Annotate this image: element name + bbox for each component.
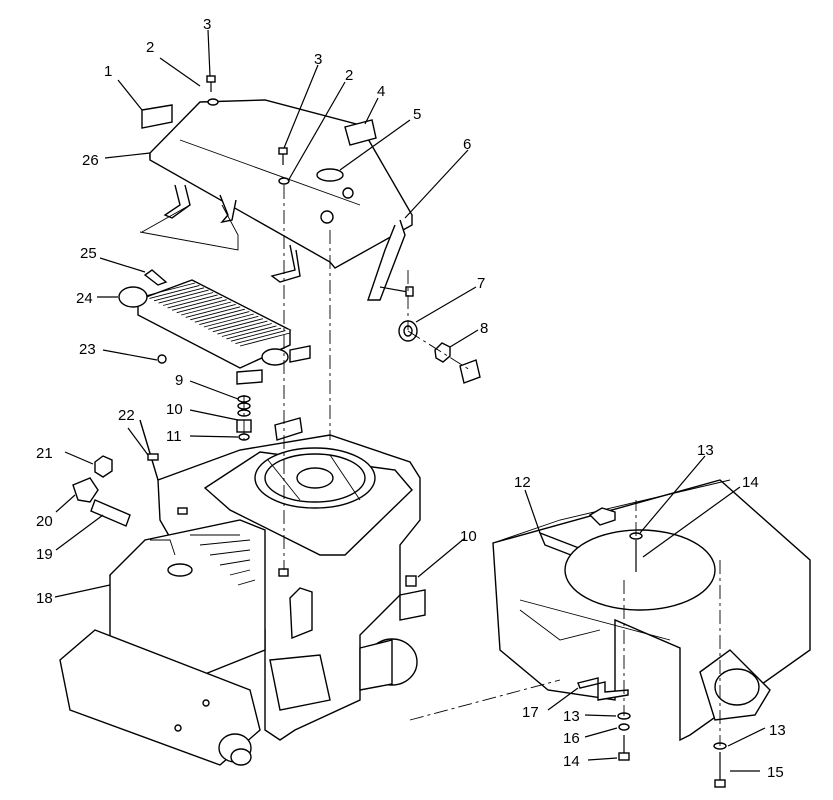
decal-plate-4	[344, 119, 377, 146]
cooler-fin	[226, 325, 277, 340]
callout-8: 8	[480, 320, 488, 337]
callout-22: 22	[118, 407, 135, 424]
cooler-fin	[212, 318, 264, 333]
screw-3-right	[278, 147, 290, 185]
cooler-fin	[176, 299, 227, 314]
screw-3-left	[206, 75, 219, 106]
cooler-fin	[167, 294, 218, 309]
callout-10: 10	[166, 401, 183, 418]
decal-plate-1	[141, 104, 173, 129]
cooler-fin	[239, 332, 291, 347]
nut-21	[94, 455, 113, 478]
callout-12: 12	[514, 474, 531, 491]
exhaust-pipe-19	[90, 499, 131, 527]
callout-5: 5	[413, 106, 421, 123]
callout-7: 7	[477, 275, 485, 292]
oil-cooler	[118, 269, 311, 385]
callout-13: 13	[563, 708, 580, 725]
callout-10: 10	[460, 528, 477, 545]
stud-22	[147, 453, 159, 461]
leader-lines	[54, 29, 766, 772]
callout-1: 1	[104, 63, 112, 80]
callout-19: 19	[36, 546, 53, 563]
cooler-fin	[190, 306, 241, 321]
elbow-20	[72, 477, 99, 503]
cooler-fin	[162, 292, 214, 306]
callout-3: 3	[203, 16, 211, 33]
hardware-stack-13-16-14	[617, 712, 631, 761]
cooler-fin	[144, 282, 196, 297]
callout-26: 26	[82, 152, 99, 169]
callout-13: 13	[697, 442, 714, 459]
callout-14: 14	[742, 474, 759, 491]
cooler-fin	[199, 311, 250, 326]
callout-4: 4	[377, 83, 385, 100]
engine-block	[139, 417, 426, 741]
cooler-fin	[230, 327, 282, 342]
callout-23: 23	[79, 341, 96, 358]
callout-24: 24	[76, 290, 93, 307]
cooler-fin	[221, 323, 273, 337]
cooler-fin	[217, 320, 268, 335]
callout-21: 21	[36, 445, 53, 462]
callout-6: 6	[463, 136, 471, 153]
callout-14: 14	[563, 753, 580, 770]
cooler-fin	[158, 289, 209, 304]
callout-2: 2	[146, 39, 154, 56]
callout-3: 3	[314, 51, 322, 68]
callout-20: 20	[36, 513, 53, 530]
cooler-fin	[153, 287, 205, 302]
callout-18: 18	[36, 590, 53, 607]
nut-8	[434, 342, 451, 363]
cooler-fin	[208, 315, 259, 330]
callout-13: 13	[769, 722, 786, 739]
cooler-fin	[194, 308, 245, 323]
callout-9: 9	[175, 372, 183, 389]
callout-17: 17	[522, 704, 539, 721]
cooler-fin	[149, 284, 200, 299]
alignment-lines	[243, 185, 721, 746]
callout-16: 16	[563, 730, 580, 747]
callout-labels: 1 2 3 3 2 4 5 6 26 25 24 23 7 8 9 10 11 …	[36, 16, 786, 781]
hardware-stack-13-15	[713, 742, 727, 788]
chassis-frame	[492, 479, 811, 742]
cooler-fin	[235, 330, 286, 345]
callout-25: 25	[80, 245, 97, 262]
cooler-fin	[171, 296, 223, 311]
callout-2: 2	[345, 67, 353, 84]
callout-11: 11	[166, 428, 182, 445]
cooler-fin	[185, 303, 236, 318]
muffler	[59, 519, 266, 766]
screw-6	[379, 286, 414, 297]
cap-8	[459, 359, 481, 384]
cooler-fin	[203, 313, 254, 328]
callout-15: 15	[767, 764, 784, 781]
cooler-fin	[181, 301, 232, 316]
